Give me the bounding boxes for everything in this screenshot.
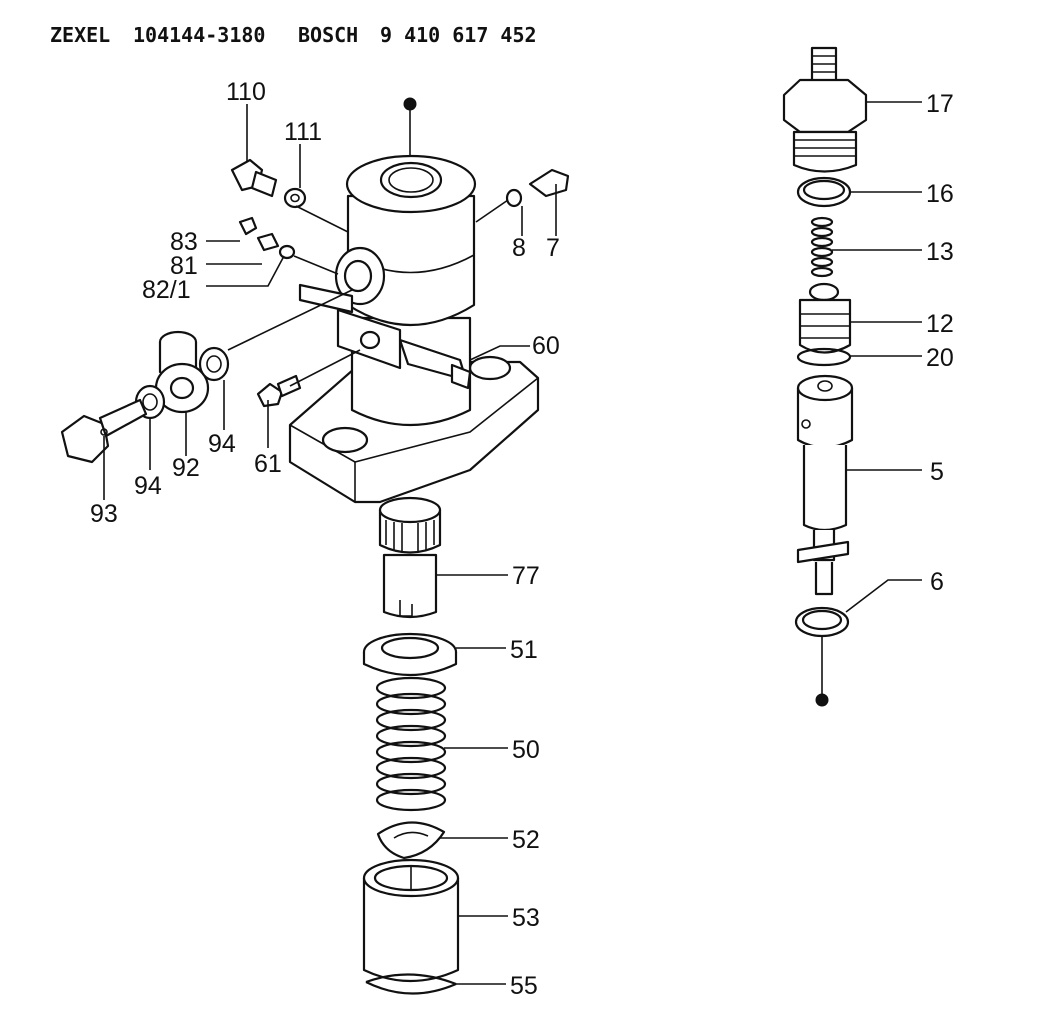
callout-82-1: 82/1	[142, 276, 191, 304]
callout-110: 110	[226, 78, 266, 106]
gasket-16-hole	[802, 179, 846, 201]
plunger-spring-50	[375, 676, 447, 812]
callout-7: 7	[546, 234, 560, 262]
housing-thread-inner	[388, 167, 434, 193]
washer-94-a-hole	[206, 355, 222, 373]
axis-dot-bottom	[815, 693, 829, 707]
tappet-53	[362, 876, 460, 983]
callout-17: 17	[926, 90, 954, 118]
callout-81: 81	[170, 252, 198, 280]
plunger-5-flag	[796, 540, 850, 564]
barrel-5-top-face	[796, 374, 854, 402]
banjo-92-bore	[169, 376, 195, 400]
spring-seat-51-hole	[380, 636, 440, 660]
flange-top-edge	[289, 377, 539, 463]
circlip-55-back	[365, 973, 457, 986]
callout-93: 93	[90, 500, 118, 528]
callout-55: 55	[510, 972, 538, 1000]
callout-77: 77	[512, 562, 540, 590]
screw-61-head	[256, 382, 284, 408]
screw-110-shank	[250, 170, 278, 198]
callout-83: 83	[170, 228, 198, 256]
control-shaft-left	[298, 283, 354, 314]
delivery-valve-12-top	[808, 282, 840, 302]
o-ring-20	[796, 347, 852, 367]
callout-5: 5	[930, 458, 944, 486]
screw-7	[528, 168, 570, 198]
leader-lines	[103, 101, 922, 985]
spring-seat-52-slot	[393, 831, 429, 839]
axis-dot-top	[403, 97, 417, 111]
callout-20: 20	[926, 344, 954, 372]
screw-83	[238, 216, 258, 236]
callout-8: 8	[512, 234, 526, 262]
callout-13: 13	[926, 238, 954, 266]
header-bosch-part-number: 9 410 617 452	[380, 23, 537, 47]
callout-16: 16	[926, 180, 954, 208]
callouts: 110 111 83 81 82/1 8 7 60 94 61 92 94 93…	[90, 78, 954, 1000]
lever-hole	[359, 330, 381, 350]
washer-94-a	[198, 346, 230, 382]
valve-holder-17-hex	[782, 78, 868, 134]
shaft-tab	[450, 363, 472, 390]
callout-12: 12	[926, 310, 954, 338]
control-sleeve-77-slot	[399, 600, 413, 617]
callout-50: 50	[512, 736, 540, 764]
washer-94-b-hole	[142, 393, 158, 411]
pump-housing	[288, 97, 540, 504]
circlip-55	[365, 981, 457, 995]
callout-92: 92	[172, 454, 200, 482]
inlet-bore	[343, 259, 373, 293]
callout-94-a: 94	[208, 430, 236, 458]
washer-8	[505, 188, 523, 208]
callout-60: 60	[532, 332, 560, 360]
delivery-valve-12-lines	[800, 313, 850, 339]
washer-111-hole	[290, 193, 300, 203]
callout-51: 51	[510, 636, 538, 664]
control-sleeve-77-teeth	[385, 520, 435, 552]
banjo-bolt-93-shank	[98, 398, 148, 438]
screw-61-shank	[276, 374, 302, 398]
callout-61: 61	[254, 450, 282, 478]
valve-holder-17-threads	[792, 130, 858, 173]
banjo-bolt-93-hole	[100, 428, 108, 436]
left-fittings	[60, 158, 570, 464]
washer-82-1	[278, 244, 296, 260]
right-stack	[782, 46, 868, 707]
callout-53: 53	[512, 904, 540, 932]
valve-holder-17-thread-lines	[794, 139, 856, 157]
valve-spring-13	[810, 216, 834, 278]
washer-6-hole	[801, 609, 843, 631]
flange-bolt-hole-left	[321, 426, 369, 454]
header-zexel-part-number: 104144-3180	[133, 23, 265, 47]
valve-holder-17-tip-threads	[812, 55, 836, 73]
callout-6: 6	[930, 568, 944, 596]
header-brand-bosch: BOSCH	[298, 23, 358, 47]
barrel-5-port	[801, 419, 811, 429]
barrel-5-body	[802, 445, 848, 532]
lower-stack	[362, 496, 460, 995]
banjo-bolt-93-head	[60, 414, 110, 464]
header: ZEXEL 104144-3180 BOSCH 9 410 617 452	[50, 23, 537, 47]
washer-111	[283, 187, 307, 209]
control-sleeve-77-top	[378, 496, 442, 524]
barrel-5-bore	[817, 380, 833, 392]
spring-seat-51-side	[362, 652, 458, 677]
valve-holder-17-tip	[810, 46, 838, 84]
callout-94-b: 94	[134, 472, 162, 500]
callout-111: 111	[284, 118, 322, 146]
control-sleeve-77-body	[382, 553, 438, 619]
clip-81	[256, 232, 280, 252]
plunger-5-foot	[814, 562, 834, 596]
callout-52: 52	[512, 826, 540, 854]
header-brand-zexel: ZEXEL	[50, 23, 110, 47]
spring-seat-52	[376, 821, 446, 860]
flange-bolt-hole-right	[468, 355, 512, 381]
